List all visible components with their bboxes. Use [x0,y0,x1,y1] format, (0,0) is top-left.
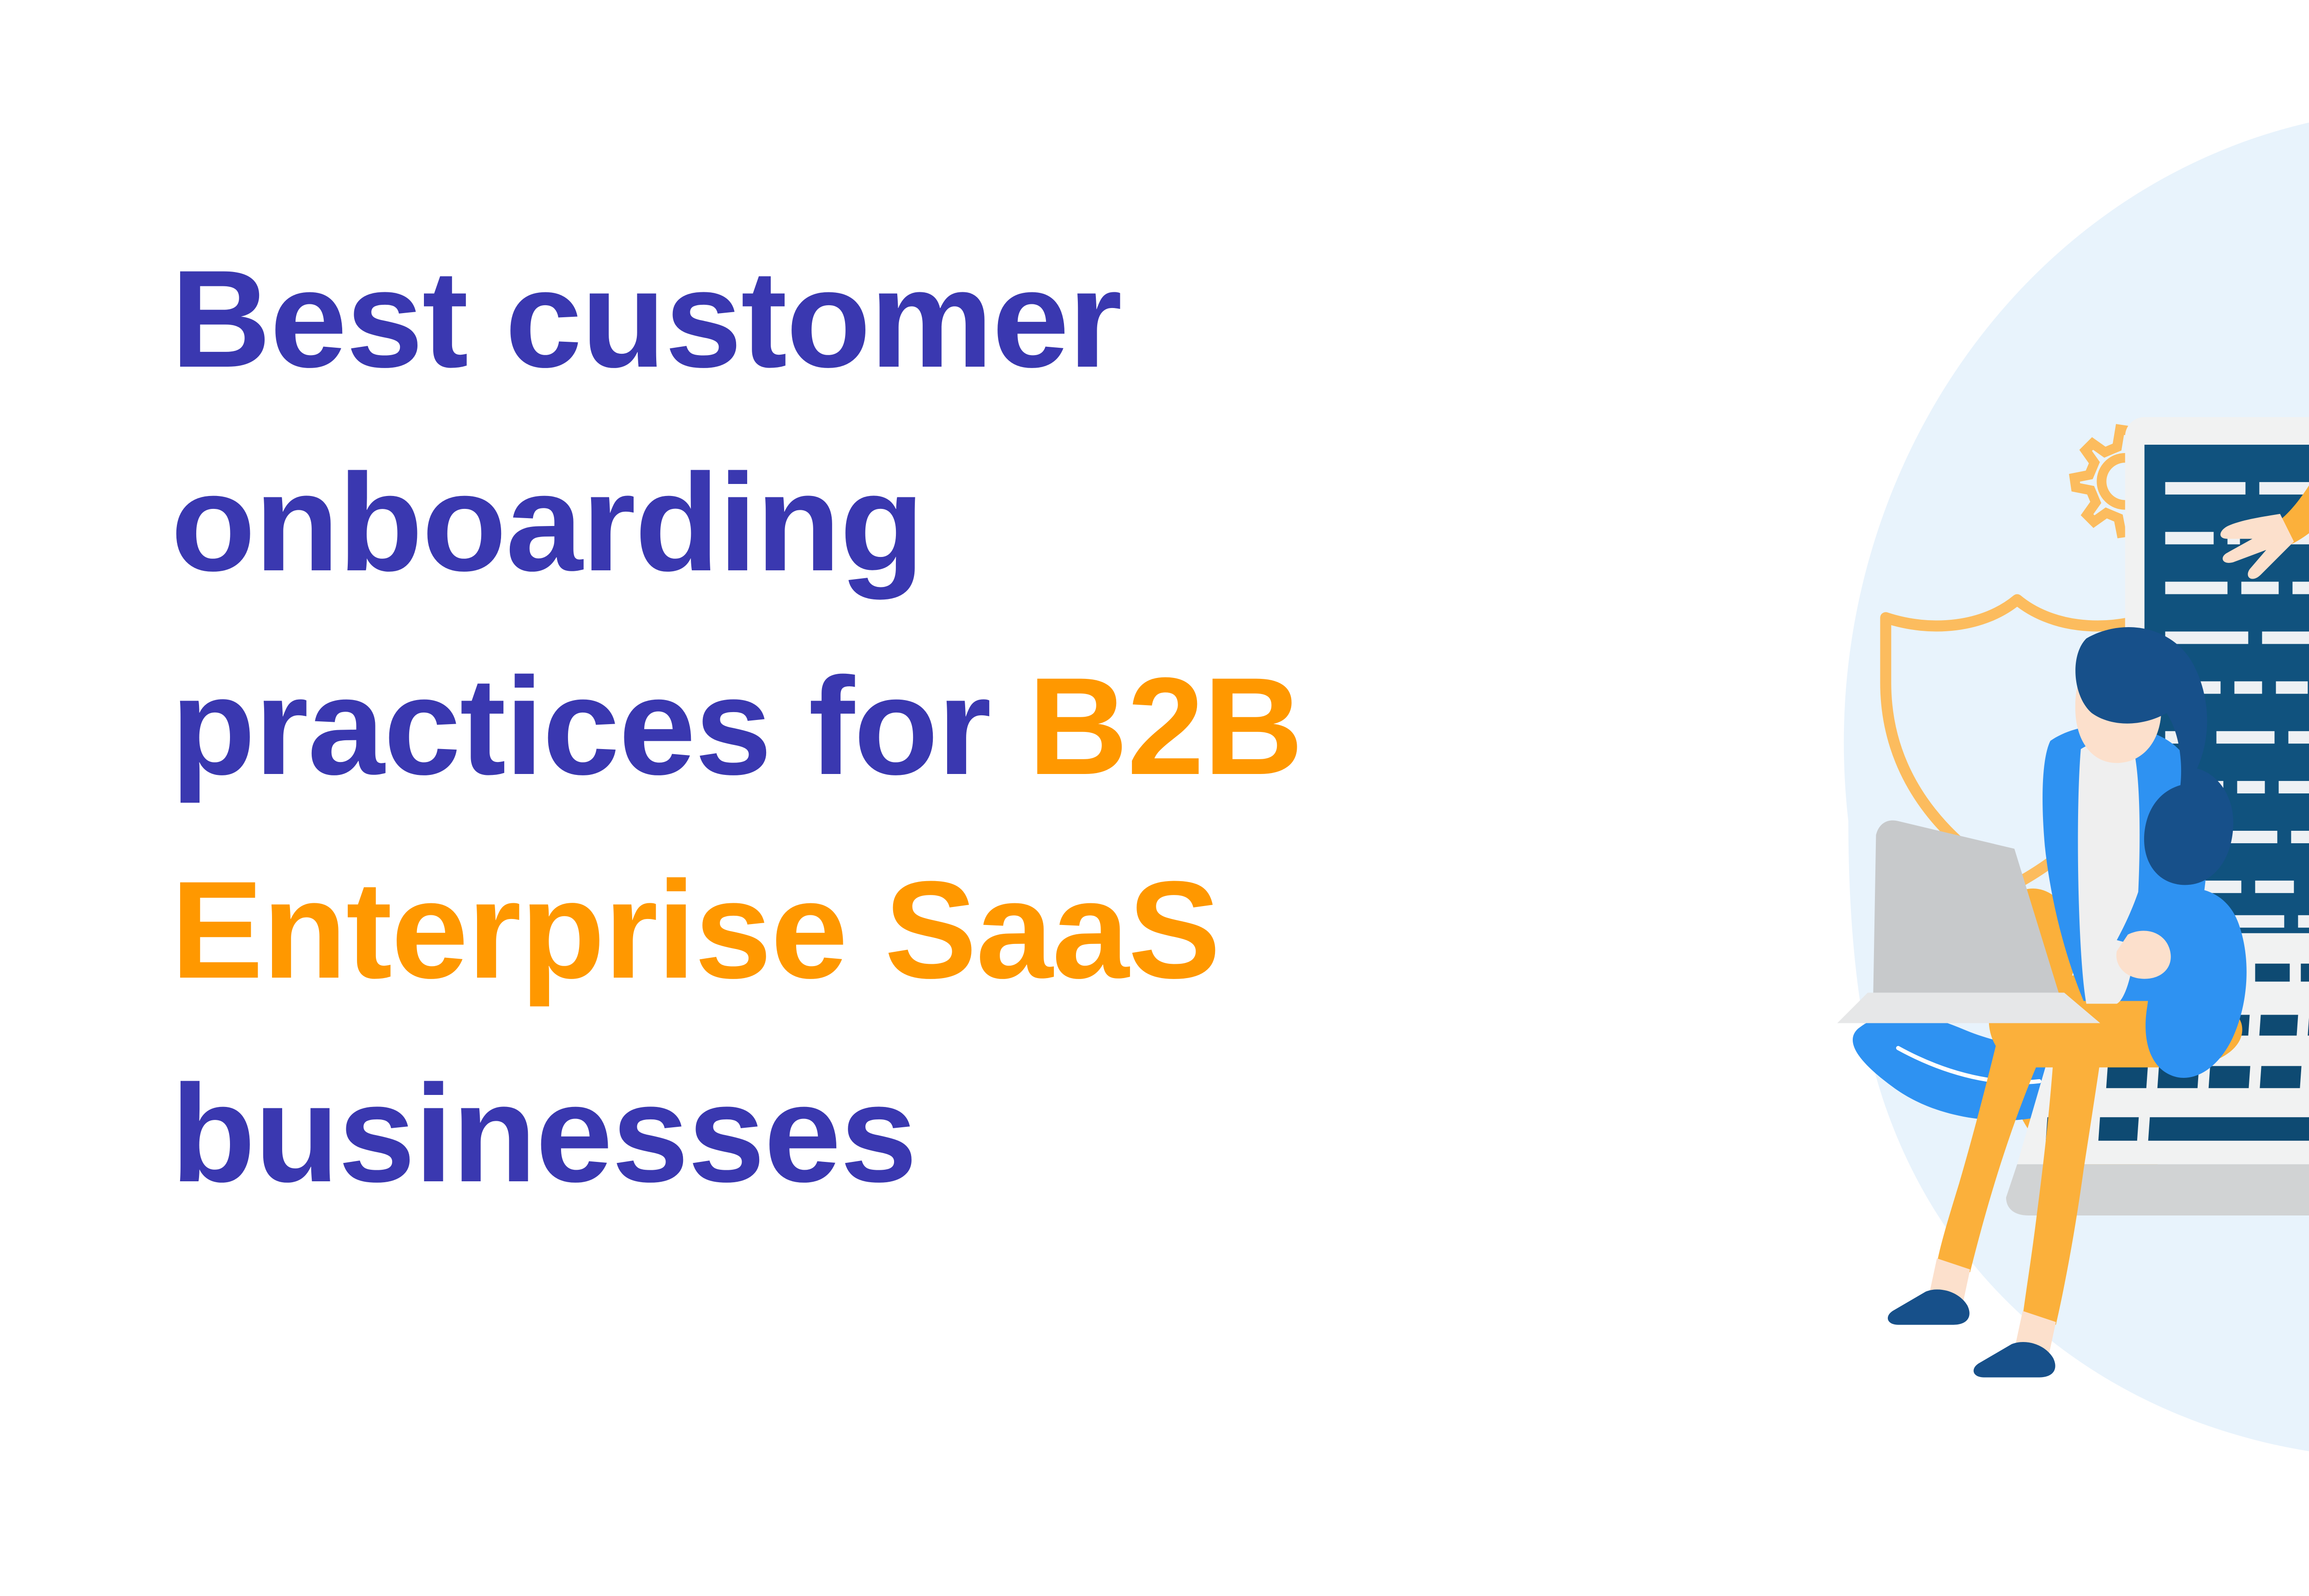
headline-block: Best customer onboarding practices for B… [171,217,1626,1235]
headline-line-4: Enterprise SaaS [171,852,1221,1007]
left-woman-leg-far [1937,1015,2056,1272]
headline-line-2: onboarding [171,445,925,600]
left-woman-hand [2116,931,2171,979]
headline-line-5: businesses [171,1056,917,1211]
top-woman-arm [2220,514,2294,579]
illustration-svg [1837,122,2309,1451]
left-woman-leg-near [2023,1015,2106,1325]
hero-illustration [1639,46,2309,1596]
page-title: Best customer onboarding practices for B… [171,217,1626,1235]
person-left-woman-seated [1837,627,2247,1378]
person-top-woman-on-laptop [2220,485,2309,579]
headline-line-3-accent: B2B [1028,648,1303,804]
headline-line-1: Best customer [171,241,1122,396]
left-woman-shoe-far [1887,1289,1970,1325]
headline-line-3: practices for B2B [171,624,1626,828]
left-woman-shoe-near [1973,1342,2055,1378]
left-woman-laptop-lid [1873,820,2059,993]
headline-line-3-primary: practices for [171,648,1028,804]
left-woman-hair [2075,627,2234,885]
laptop-spacebar [2148,1117,2309,1141]
left-woman-laptop-base [1837,992,2100,1023]
